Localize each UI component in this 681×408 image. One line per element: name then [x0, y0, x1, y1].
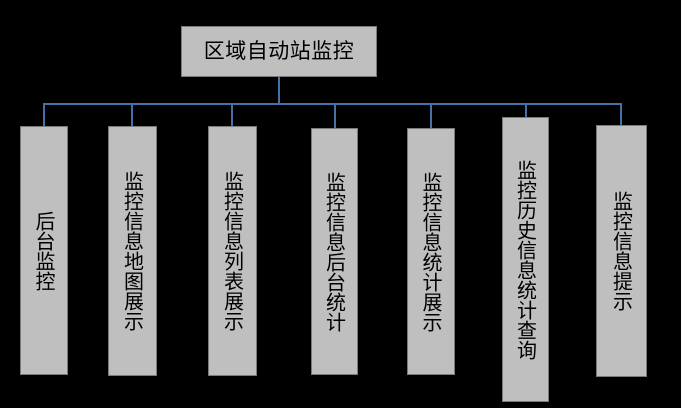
- connector-drop-2: [131, 103, 133, 127]
- node-child-4[interactable]: 监控信息后台统计: [311, 128, 358, 375]
- connector-drop-6: [525, 103, 527, 118]
- node-child-6[interactable]: 监控历史信息统计查询: [502, 117, 549, 402]
- node-child-5-label: 监控信息统计展示: [419, 171, 443, 332]
- connector-drop-5: [430, 103, 432, 129]
- node-root[interactable]: 区域自动站监控: [181, 26, 377, 77]
- connector-drop-3: [231, 103, 233, 127]
- connector-drop-1: [43, 103, 45, 127]
- connector-root-drop: [278, 77, 280, 105]
- node-child-1[interactable]: 后台监控: [20, 126, 68, 375]
- node-child-2[interactable]: 监控信息地图展示: [108, 126, 157, 376]
- node-root-label: 区域自动站监控: [203, 39, 355, 63]
- connector-drop-4: [334, 103, 336, 129]
- node-child-5[interactable]: 监控信息统计展示: [407, 128, 455, 375]
- node-child-7[interactable]: 监控信息提示: [596, 125, 647, 377]
- node-child-3[interactable]: 监控信息列表展示: [208, 126, 257, 376]
- node-child-6-label: 监控历史信息统计查询: [513, 159, 538, 360]
- node-child-3-label: 监控信息列表展示: [220, 171, 245, 331]
- node-child-2-label: 监控信息地图展示: [120, 171, 145, 331]
- node-child-4-label: 监控信息后台统计: [322, 171, 347, 332]
- node-child-1-label: 后台监控: [32, 210, 56, 291]
- connector-bus: [44, 103, 622, 105]
- connector-drop-7: [620, 103, 622, 126]
- node-child-7-label: 监控信息提示: [609, 191, 634, 311]
